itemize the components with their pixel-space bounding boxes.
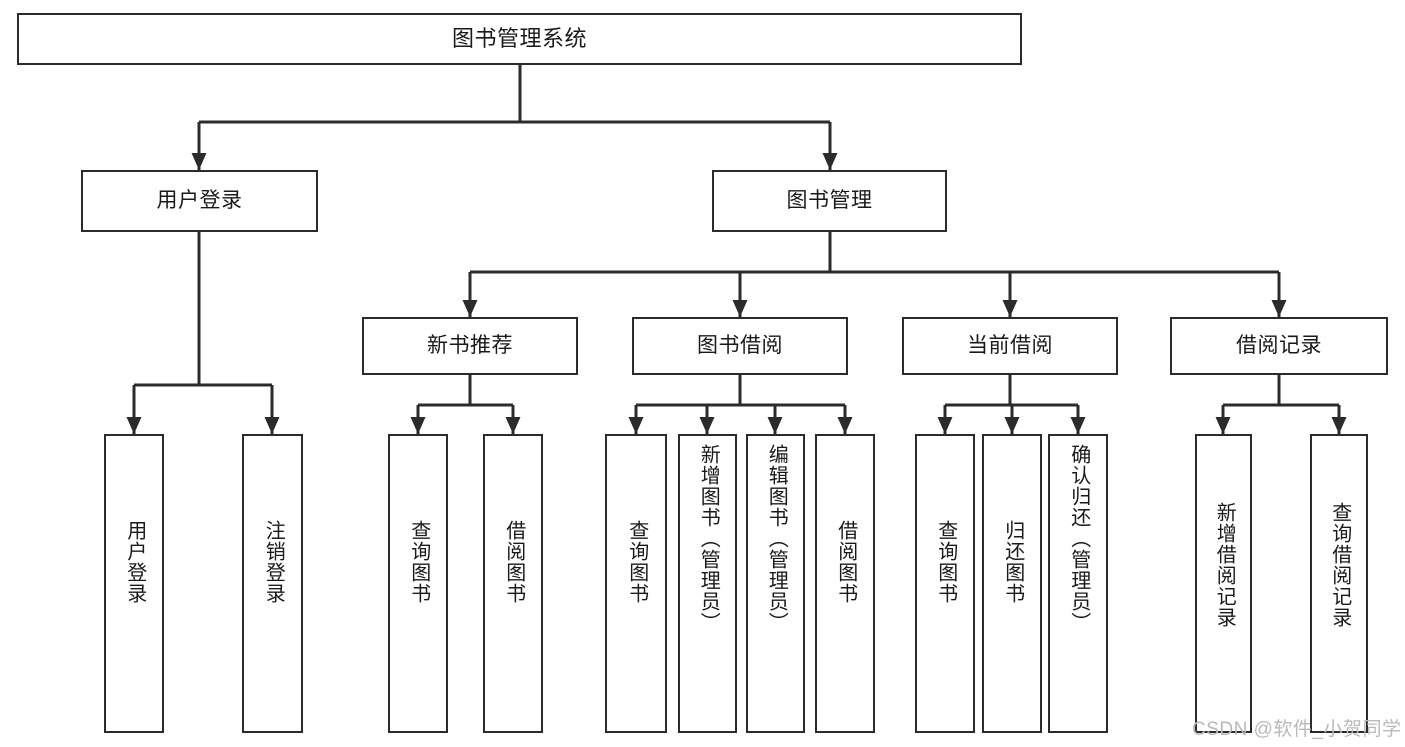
arrow-head-borrow_to_leaves-1 — [699, 417, 715, 434]
arrow-head-borrow_to_leaves-3 — [837, 417, 853, 434]
node-leaf-confirm-return[interactable]: 确认归还（管理员） — [1048, 434, 1108, 733]
node-label: 用户登录 — [123, 520, 146, 604]
node-user-login[interactable]: 用户登录 — [81, 170, 318, 232]
node-borrow-record[interactable]: 借阅记录 — [1170, 317, 1388, 375]
arrow-head-borrow_to_leaves-2 — [767, 417, 783, 434]
arrow-head-recommend_to_leaves-0 — [410, 417, 426, 434]
node-label: 当前借阅 — [967, 334, 1053, 358]
node-leaf-query-book-3[interactable]: 查询图书 — [915, 434, 975, 733]
arrow-head-level2_to_level3-0 — [462, 300, 478, 317]
arrow-head-record_to_leaves-0 — [1215, 417, 1231, 434]
arrow-head-recommend_to_leaves-1 — [505, 417, 521, 434]
node-label: 查询图书 — [625, 520, 648, 604]
node-label: 新增借阅记录 — [1213, 502, 1236, 628]
node-leaf-borrow-book-2[interactable]: 借阅图书 — [815, 434, 875, 733]
node-new-book-recommend[interactable]: 新书推荐 — [362, 317, 578, 375]
node-label: 查询图书 — [407, 520, 430, 604]
arrow-head-level2_to_level3-3 — [1271, 300, 1287, 317]
arrow-head-current_to_leaves-2 — [1070, 417, 1086, 434]
node-label: 查询图书 — [934, 520, 957, 604]
arrow-head-level2_to_level3-2 — [1002, 300, 1018, 317]
node-book-borrow[interactable]: 图书借阅 — [632, 317, 848, 375]
node-leaf-add-book[interactable]: 新增图书（管理员） — [678, 434, 737, 733]
node-label: 注销登录 — [262, 520, 285, 604]
node-label: 图书借阅 — [697, 334, 783, 358]
arrow-head-user_login_to_leaves-1 — [264, 417, 280, 434]
arrow-head-current_to_leaves-0 — [937, 417, 953, 434]
node-label: 归还图书 — [1001, 520, 1024, 604]
arrow-head-root_to_level2-0 — [191, 153, 207, 170]
node-book-management-system[interactable]: 图书管理系统 — [17, 13, 1022, 65]
arrow-head-current_to_leaves-1 — [1004, 417, 1020, 434]
node-label: 借阅图书 — [834, 520, 857, 604]
node-label: 借阅图书 — [502, 520, 525, 604]
node-leaf-user-login[interactable]: 用户登录 — [104, 434, 164, 733]
node-label: 新书推荐 — [427, 334, 513, 358]
node-leaf-add-record[interactable]: 新增借阅记录 — [1195, 434, 1252, 733]
arrow-head-root_to_level2-1 — [822, 153, 838, 170]
node-label: 图书管理 — [786, 189, 873, 213]
node-book-manage[interactable]: 图书管理 — [712, 170, 947, 232]
watermark-text: CSDN @软件_小贺同学 — [1192, 719, 1402, 740]
node-label: 图书管理系统 — [451, 25, 587, 51]
node-label: 用户登录 — [156, 189, 243, 213]
node-leaf-logout[interactable]: 注销登录 — [242, 434, 303, 733]
node-leaf-edit-book[interactable]: 编辑图书（管理员） — [746, 434, 805, 733]
node-label: 新增图书（管理员） — [697, 444, 720, 633]
node-leaf-query-book-2[interactable]: 查询图书 — [605, 434, 667, 733]
node-current-borrow[interactable]: 当前借阅 — [902, 317, 1118, 375]
arrow-head-level2_to_level3-1 — [732, 300, 748, 317]
node-label: 确认归还（管理员） — [1067, 444, 1090, 633]
node-leaf-return-book[interactable]: 归还图书 — [982, 434, 1042, 733]
arrow-head-user_login_to_leaves-0 — [126, 417, 142, 434]
node-leaf-borrow-book-1[interactable]: 借阅图书 — [483, 434, 543, 733]
arrow-head-record_to_leaves-1 — [1331, 417, 1347, 434]
node-label: 编辑图书（管理员） — [765, 444, 788, 633]
node-label: 借阅记录 — [1236, 334, 1322, 358]
arrow-head-borrow_to_leaves-0 — [628, 417, 644, 434]
node-leaf-query-book-1[interactable]: 查询图书 — [388, 434, 448, 733]
node-label: 查询借阅记录 — [1328, 502, 1351, 628]
node-leaf-query-record[interactable]: 查询借阅记录 — [1310, 434, 1368, 733]
